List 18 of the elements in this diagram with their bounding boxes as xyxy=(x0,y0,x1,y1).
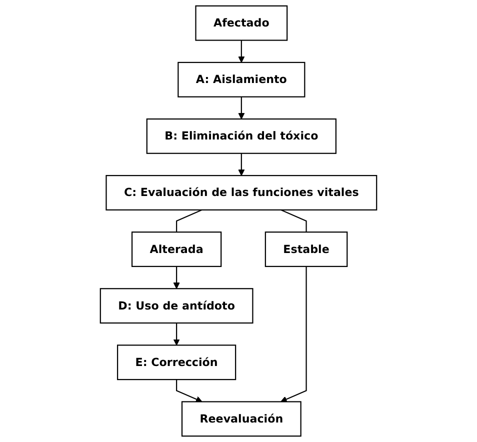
node-box: Alterada xyxy=(131,232,222,267)
arrow xyxy=(238,96,245,120)
node-box: A: Aislamiento xyxy=(178,62,306,98)
arrow xyxy=(238,153,245,176)
connector xyxy=(280,209,307,232)
node-box: D: Uso de antídoto xyxy=(100,288,254,324)
arrow xyxy=(173,266,180,289)
connector xyxy=(176,209,202,232)
node-box: Afectado xyxy=(195,5,288,41)
arrow xyxy=(173,323,180,346)
node-box: Reevaluación xyxy=(181,401,302,437)
node-box: B: Eliminación del tóxico xyxy=(146,118,336,154)
arrow xyxy=(238,40,245,63)
arrow xyxy=(176,380,202,402)
node-box: E: Corrección xyxy=(117,344,236,380)
node-box: Estable xyxy=(264,232,348,267)
arrow xyxy=(280,266,307,402)
node-box: C: Evaluación de las funciones vitales xyxy=(106,174,378,210)
